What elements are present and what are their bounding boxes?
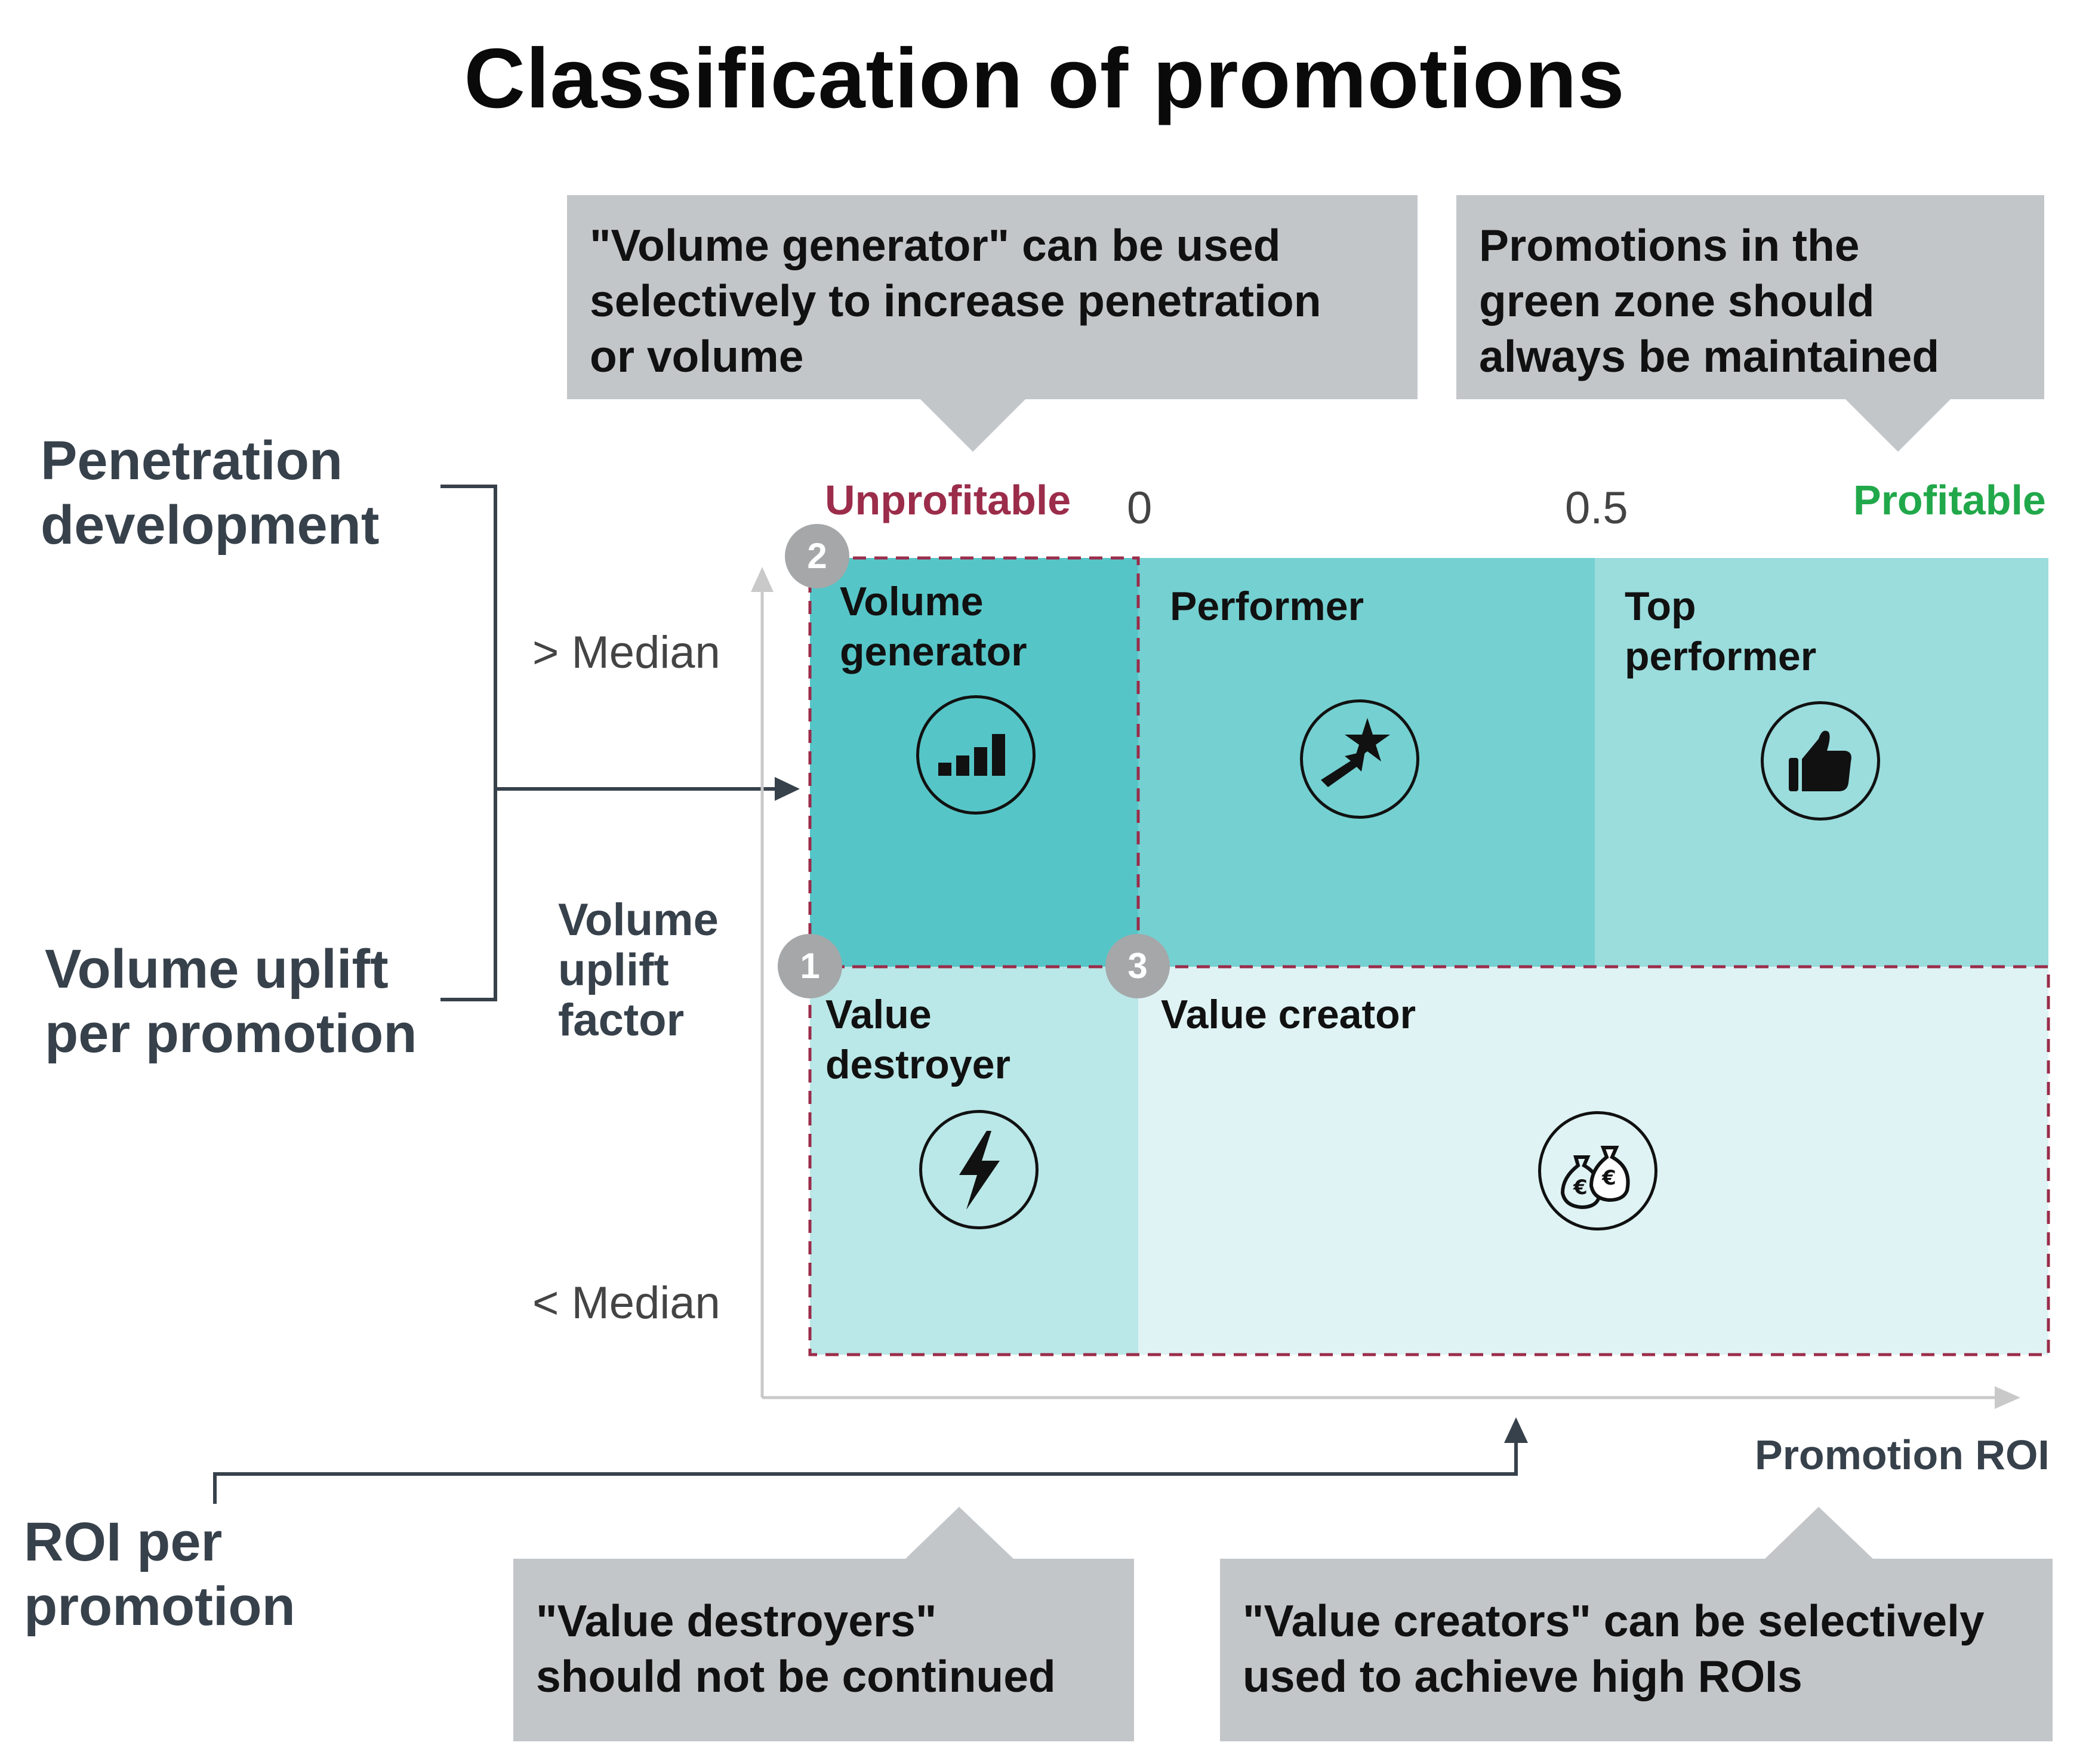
cell-label-line: Top [1625,584,1696,629]
callout-line: green zone should [1479,276,1875,326]
cell-label-performer: Performer [1170,581,1364,631]
cell-label-line: performer [1625,634,1817,679]
x-axis-label: Promotion ROI [1755,1432,2050,1478]
roi-connector-line [213,1438,1518,1504]
side-label-line: per promotion [45,1003,417,1064]
cell-label-value-destroyer: Value destroyer [825,989,1010,1090]
cell-label-line: Value [825,992,932,1037]
callout-line: selectively to increase penetration [590,276,1321,326]
callout-pointer [919,398,1027,452]
page-title: Classification of promotions [464,31,1625,126]
cell-label-volume-generator: Volume generator [840,576,1027,677]
callout-green-zone: Promotions in the green zone should alwa… [1456,195,2044,399]
callout-value-destroyers: "Value destroyers" should not be continu… [513,1559,1134,1741]
cell-label-line: Value creator [1161,992,1416,1037]
y-axis-label: Volume uplift factor [558,895,719,1046]
callout-line: always be maintained [1479,331,1940,381]
svg-text:€: € [1601,1166,1616,1190]
callout-line: or volume [590,331,804,381]
bar-chart-icon [916,695,1036,815]
callout-line: should not be continued [536,1651,1056,1701]
roi-arrowhead [1504,1417,1528,1443]
callout-line: Promotions in the [1479,220,1860,270]
side-label-line: Volume uplift [45,939,389,1000]
cell-label-line: destroyer [825,1042,1010,1087]
y-axis-label-line: factor [558,995,685,1046]
callout-volume-generator: "Volume generator" can be used selective… [567,195,1418,399]
side-label-line: promotion [24,1576,295,1637]
arrow-star-icon [1300,699,1419,819]
cell-label-top-performer: Top performer [1625,581,1816,681]
cell-label-line: generator [840,629,1027,674]
tick-0: 0 [1127,483,1153,533]
side-label-roi: ROI per promotion [24,1510,295,1639]
side-label-volume-uplift: Volume uplift per promotion [45,937,417,1066]
cell-label-line: Performer [1170,584,1364,629]
badge-1: 1 [778,934,842,998]
y-axis-label-line: Volume [558,895,719,945]
callout-line: used to achieve high ROIs [1243,1651,1803,1701]
dashed-outline-volume-generator [808,556,1140,969]
label-unprofitable: Unprofitable [825,477,1071,523]
y-axis-arrowhead [751,567,774,592]
side-label-line: ROI per [24,1512,223,1572]
side-label-line: Penetration [41,430,343,491]
money-bags-icon: € € [1538,1111,1657,1231]
badge-2: 2 [785,524,849,588]
x-axis-arrowhead [1995,1386,2020,1409]
y-axis-label-line: uplift [558,945,669,995]
dashed-outline-bottom-row [808,965,2050,1356]
thumbs-up-icon [1761,701,1880,821]
label-above-median: > Median [532,627,720,678]
side-label-penetration: Penetration development [41,428,379,557]
cell-label-value-creator: Value creator [1161,989,1416,1040]
callout-line: "Value destroyers" [536,1596,937,1646]
callout-pointer [904,1507,1015,1560]
lightning-icon [919,1110,1039,1229]
callout-line: "Value creators" can be selectively [1243,1596,1985,1646]
callout-value-creators: "Value creators" can be selectively used… [1220,1559,2053,1741]
bracket-arrowhead [775,777,800,801]
label-below-median: < Median [532,1278,720,1328]
badge-3: 3 [1105,934,1170,998]
side-label-line: development [41,495,380,556]
svg-text:€: € [1573,1176,1588,1199]
callout-line: "Volume generator" can be used [590,220,1281,270]
label-profitable: Profitable [1853,477,2046,523]
bracket-line [440,485,497,1001]
callout-pointer [1764,1507,1874,1560]
tick-0-5: 0.5 [1565,483,1628,533]
callout-pointer [1844,398,1952,452]
cell-label-line: Volume [840,579,984,624]
